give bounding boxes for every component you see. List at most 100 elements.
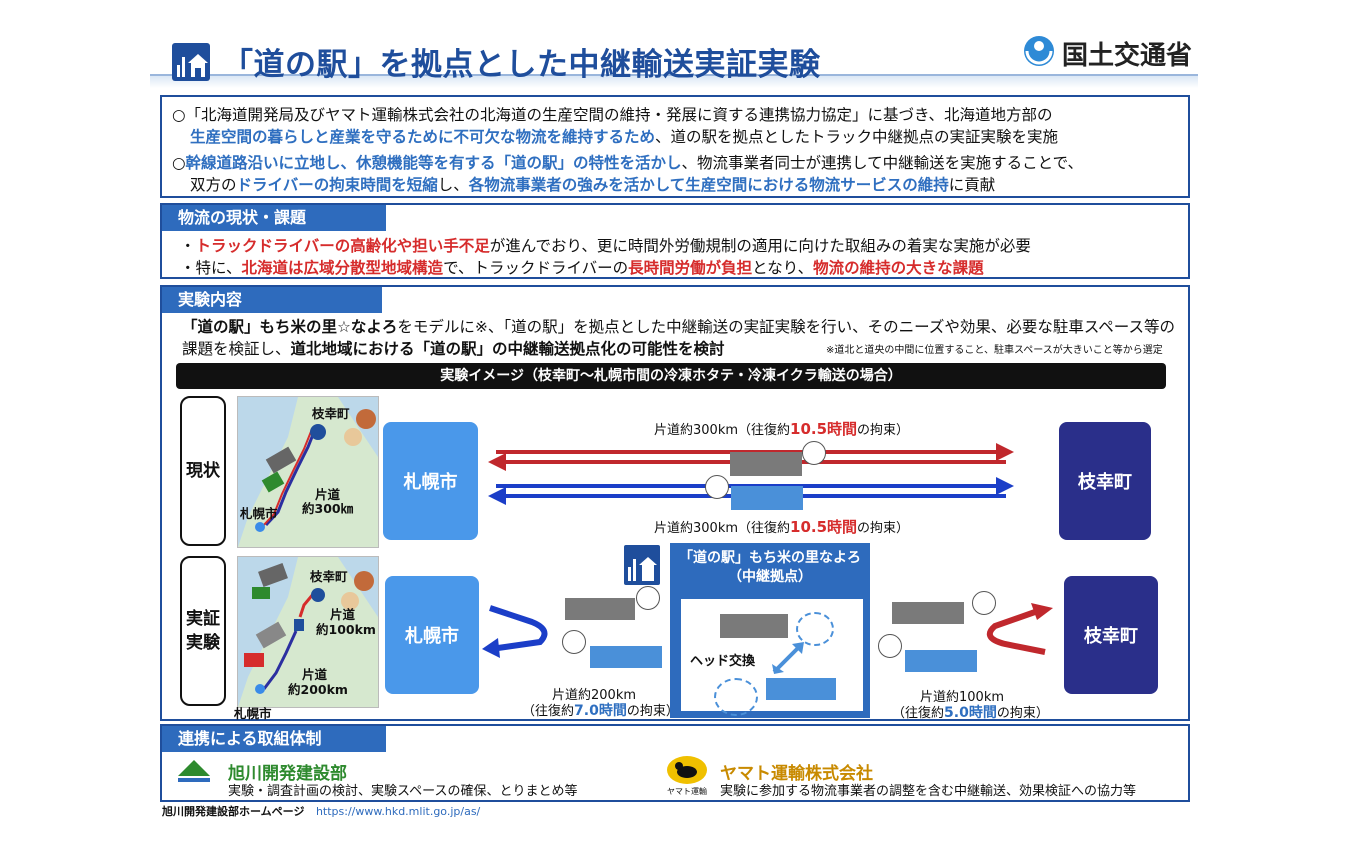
yamato-logo-text: ヤマト運輸 bbox=[667, 787, 707, 796]
head-swap-label: ヘッド交換 bbox=[690, 654, 756, 669]
selection-note: ※道北と道央の中間に位置すること、駐車スペースが大きいこと等から選定 bbox=[826, 345, 1163, 356]
route-text: の拘束） bbox=[626, 704, 679, 719]
route-text: （往復約 bbox=[892, 706, 945, 721]
truck-icon bbox=[730, 452, 802, 476]
status-highlight: 北海道は広域分散型地域構造 bbox=[241, 259, 444, 277]
experiment-line-2: 課題を検証し、道北地域における「道の駅」の中継輸送拠点化の可能性を検討 bbox=[182, 338, 725, 360]
experiment-highlight: 道北地域における「道の駅」の中継輸送拠点化の可能性を検討 bbox=[290, 340, 725, 358]
status-bullet-1: ・トラックドライバーの高齢化や担い手不足が進んでおり、更に時間外労働規制の適用に… bbox=[180, 235, 1031, 257]
current-route-bottom-label: 片道約300km（往復約10.5時間の拘束） bbox=[654, 516, 909, 537]
footer-label: 旭川開発建設部ホームページ bbox=[162, 805, 305, 818]
route-text: の拘束） bbox=[857, 423, 910, 438]
roadside-station-icon bbox=[172, 43, 210, 81]
truck-icon bbox=[590, 646, 662, 668]
trial-label-text: 実証 bbox=[186, 609, 220, 629]
map2-distance-b-1: 片道 bbox=[302, 667, 328, 682]
intro-highlight: 生産空間の暮らしと産業を守るために不可欠な物流を維持するため bbox=[190, 128, 656, 146]
truck-icon bbox=[905, 650, 977, 672]
right-u-turn-arrow bbox=[975, 600, 1055, 660]
page-title: 「道の駅」を拠点とした中継輸送実証実験 bbox=[222, 47, 821, 83]
left-u-turn-arrow bbox=[480, 600, 560, 660]
org1-desc: 実験・調査計画の検討、実験スペースの確保、とりまとめ等 bbox=[228, 784, 578, 799]
map1-esashi-label: 枝幸町 bbox=[312, 406, 350, 421]
swap-circle bbox=[796, 612, 834, 646]
bullet-mark: ○ bbox=[172, 154, 186, 172]
experiment-heading: 実験内容 bbox=[162, 287, 382, 313]
driver-icon bbox=[878, 634, 902, 658]
status-text: となり、 bbox=[752, 259, 814, 277]
org1-name: 旭川開発建設部 bbox=[228, 764, 347, 784]
roadside-station-icon bbox=[624, 545, 660, 585]
route-hours: 5.0時間 bbox=[944, 705, 997, 721]
swap-arrow-icon bbox=[770, 640, 806, 676]
title-underline bbox=[150, 76, 1198, 88]
yamato-logo-icon bbox=[667, 756, 707, 784]
map2-esashi-label: 枝幸町 bbox=[310, 569, 348, 584]
city-esashi-trial: 枝幸町 bbox=[1064, 576, 1158, 694]
org2-name: ヤマト運輸株式会社 bbox=[720, 764, 873, 784]
intro-text: し、 bbox=[437, 176, 469, 194]
map2-distance-a-1: 片道 bbox=[330, 607, 356, 622]
city-label: 枝幸町 bbox=[1078, 472, 1132, 493]
status-heading: 物流の現状・課題 bbox=[162, 205, 386, 231]
mlit-logo-icon bbox=[1022, 34, 1056, 68]
current-label-text: 現状 bbox=[186, 461, 220, 481]
driver-icon bbox=[705, 475, 729, 499]
current-route-top-label: 片道約300km（往復約10.5時間の拘束） bbox=[654, 418, 909, 439]
bullet-mark: ・ bbox=[180, 237, 196, 255]
image-caption-bar: 実験イメージ（枝幸町～札幌市間の冷凍ホタテ・冷凍イクラ輸送の場合） bbox=[176, 363, 1166, 389]
intro-text: に貢献 bbox=[948, 176, 996, 194]
city-esashi-current: 枝幸町 bbox=[1059, 422, 1151, 540]
route-text: 片道約300km（往復約 bbox=[654, 423, 791, 438]
trial-route-map bbox=[237, 556, 379, 708]
route-hours: 10.5時間 bbox=[790, 420, 858, 438]
cooperation-heading: 連携による取組体制 bbox=[162, 726, 386, 752]
right-leg-distance: 片道約100km bbox=[920, 690, 1005, 705]
map1-sapporo-label: 札幌市 bbox=[240, 506, 278, 521]
truck-icon bbox=[731, 486, 803, 510]
left-leg-distance: 片道約200km bbox=[552, 688, 637, 703]
intro-line-2: 生産空間の暮らしと産業を守るために不可欠な物流を維持するため、道の駅を拠点とした… bbox=[190, 126, 1058, 148]
truck-icon bbox=[892, 602, 964, 624]
trial-label: 実証実験 bbox=[180, 556, 226, 706]
experiment-text: 課題を検証し、 bbox=[182, 340, 291, 358]
intro-box bbox=[160, 95, 1190, 198]
experiment-text: をモデルに※、「道の駅」を拠点とした中継輸送の実証実験を行い、そのニーズや効果、… bbox=[397, 318, 1176, 336]
right-leg-hours: （往復約5.0時間の拘束） bbox=[892, 702, 1049, 722]
left-leg-hours: （往復約7.0時間の拘束） bbox=[522, 700, 679, 720]
swap-circle bbox=[714, 678, 758, 716]
city-label: 枝幸町 bbox=[1084, 626, 1138, 647]
relay-station-role: （中継拠点） bbox=[728, 569, 812, 585]
current-label: 現状 bbox=[180, 396, 226, 546]
city-label: 札幌市 bbox=[405, 626, 459, 647]
intro-line-4: 双方のドライバーの拘束時間を短縮し、各物流事業者の強みを活かして生産空間における… bbox=[190, 174, 995, 196]
relay-station-name: 「道の駅」もち米の里なよろ bbox=[679, 550, 861, 566]
route-text: （往復約 bbox=[522, 704, 575, 719]
intro-text: 、道の駅を拠点としたトラック中継拠点の実証実験を実施 bbox=[655, 128, 1059, 146]
intro-line-1: ○「北海道開発局及びヤマト運輸株式会社の北海道の生産空間の維持・発展に資する連携… bbox=[172, 104, 1052, 126]
status-highlight: 物流の維持の大きな課題 bbox=[813, 259, 984, 277]
intro-text: ○「北海道開発局及びヤマト運輸株式会社の北海道の生産空間の維持・発展に資する連携… bbox=[172, 106, 1053, 124]
current-route-map bbox=[237, 396, 379, 548]
org2-desc: 実験に参加する物流事業者の調整を含む中継輸送、効果検証への協力等 bbox=[720, 784, 1137, 799]
footer-url-link[interactable]: https://www.hkd.mlit.go.jp/as/ bbox=[315, 805, 481, 818]
intro-text: 双方の bbox=[190, 176, 237, 194]
trial-label-text: 実験 bbox=[186, 633, 220, 653]
map2-sapporo-label: 札幌市 bbox=[234, 706, 272, 721]
intro-highlight: 幹線道路沿いに立地し、休憩機能等を有する「道の駅」の特性を活かし bbox=[185, 154, 682, 172]
map2-distance-b-2: 約200km bbox=[288, 682, 348, 697]
ministry-name: 国土交通省 bbox=[1062, 41, 1193, 71]
city-sapporo-current: 札幌市 bbox=[383, 422, 478, 540]
route-text: の拘束） bbox=[996, 706, 1049, 721]
intro-highlight: 各物流事業者の強みを活かして生産空間における物流サービスの維持 bbox=[468, 176, 949, 194]
truck-icon bbox=[766, 678, 836, 700]
status-bullet-2: ・特に、北海道は広域分散型地域構造で、トラックドライバーの長時間労働が負担となり… bbox=[180, 257, 984, 279]
city-label: 札幌市 bbox=[403, 472, 458, 493]
title-line bbox=[150, 74, 1198, 76]
u-turn-graphic bbox=[482, 605, 548, 658]
experiment-line-1: 「道の駅」もち米の里☆なよろをモデルに※、「道の駅」を拠点とした中継輸送の実証実… bbox=[182, 316, 1175, 338]
status-highlight: トラックドライバーの高齢化や担い手不足 bbox=[195, 237, 490, 255]
map-graphic bbox=[238, 557, 378, 707]
route-text: の拘束） bbox=[857, 521, 910, 536]
status-text: ・特に、 bbox=[180, 259, 242, 277]
